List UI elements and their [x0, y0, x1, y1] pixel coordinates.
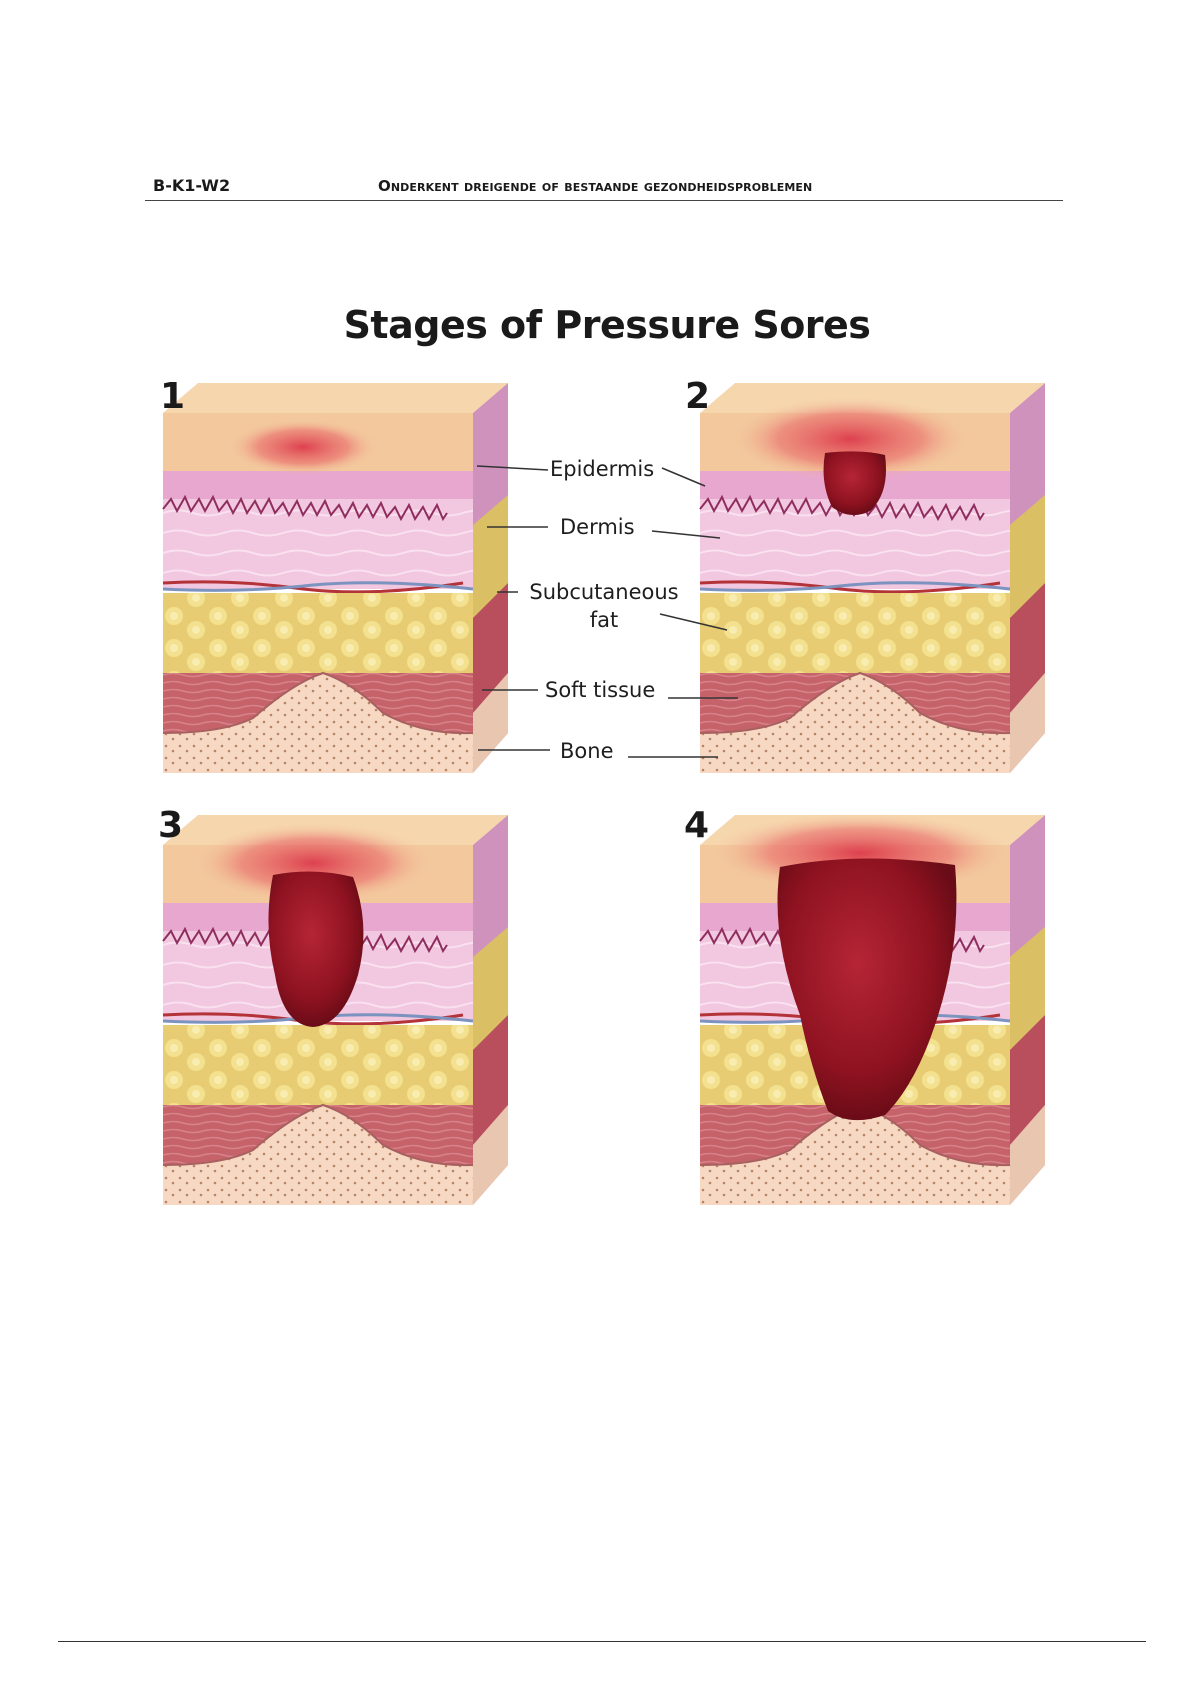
stage-2-block — [698, 381, 1047, 775]
stage-3-block — [161, 813, 510, 1207]
figure-title: Stages of Pressure Sores — [343, 303, 871, 347]
label-subcutaneous-line1: Subcutaneous — [529, 580, 679, 604]
footer-rule — [58, 1641, 1146, 1642]
page-header: B-K1-W2 Onderkent dreigende of bestaande… — [145, 174, 1063, 201]
header-title: Onderkent dreigende of bestaande gezondh… — [378, 177, 813, 195]
stage-1-block — [161, 381, 510, 775]
header-code: B-K1-W2 — [153, 176, 231, 195]
label-epidermis: Epidermis — [550, 457, 655, 481]
stage-3-number: 3 — [158, 805, 184, 846]
label-soft-tissue: Soft tissue — [545, 678, 656, 702]
stage-2-number: 2 — [685, 376, 711, 417]
stage-4-number: 4 — [684, 805, 710, 846]
label-dermis: Dermis — [560, 515, 635, 539]
stage-4-block — [698, 813, 1047, 1207]
stage-1-number: 1 — [160, 376, 186, 417]
leader-lines — [476, 465, 738, 758]
label-bone: Bone — [560, 739, 614, 763]
label-subcutaneous-fat: Subcutaneous fat — [524, 578, 684, 634]
label-subcutaneous-line2: fat — [589, 608, 619, 632]
